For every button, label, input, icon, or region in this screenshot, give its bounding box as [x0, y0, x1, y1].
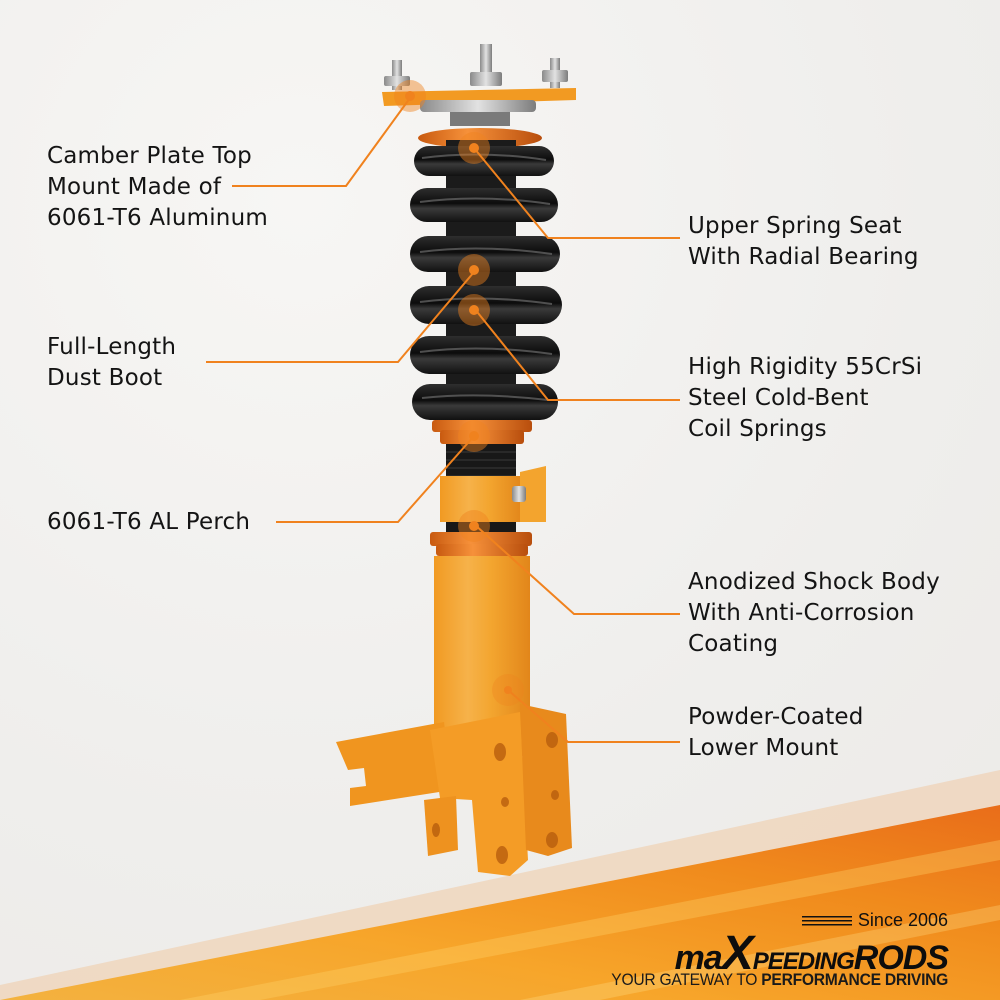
coil-spring [410, 146, 562, 420]
callout-line: Steel Cold-Bent [688, 385, 869, 411]
callout-line: Camber Plate Top [47, 143, 252, 169]
brand-name-x: X [721, 927, 754, 980]
callout-line: 6061-T6 AL Perch [47, 509, 251, 535]
callout-line: Powder-Coated [688, 704, 864, 730]
lower-mount-bracket [336, 704, 572, 876]
callout-dust-boot: Full-Length Dust Boot [47, 332, 176, 394]
callout-line: Coating [688, 631, 779, 657]
callout-line: 6061-T6 Aluminum [47, 205, 268, 231]
callout-line: With Radial Bearing [688, 244, 919, 270]
tagline-bold: PERFORMANCE DRIVING [761, 970, 948, 989]
brand-since: Since 2006 [857, 910, 948, 930]
callout-line: Dust Boot [47, 365, 163, 391]
callout-dots [394, 80, 524, 706]
callout-line: Coil Springs [688, 416, 827, 442]
callout-line: Lower Mount [688, 735, 839, 761]
brand-name-suffix: RODS [853, 939, 949, 977]
callout-lines [206, 97, 680, 743]
callout-lower-mount: Powder-Coated Lower Mount [688, 702, 864, 764]
brand-name: maXPEEDINGRODS [674, 926, 949, 981]
callout-perch: 6061-T6 AL Perch [47, 507, 250, 538]
callout-line: Anodized Shock Body [688, 569, 940, 595]
brand-name-prefix: ma [674, 939, 723, 977]
callout-line: With Anti-Corrosion [688, 600, 915, 626]
callout-camber-plate: Camber Plate Top Mount Made of 6061-T6 A… [47, 141, 268, 234]
speed-lines-icon [802, 916, 852, 928]
callout-upper-spring-seat: Upper Spring Seat With Radial Bearing [688, 211, 919, 273]
callout-coil-springs: High Rigidity 55CrSi Steel Cold-Bent Coi… [688, 352, 922, 445]
callout-line: Mount Made of [47, 174, 222, 200]
brand-tagline: YOUR GATEWAY TO PERFORMANCE DRIVING [611, 970, 948, 990]
callout-line: High Rigidity 55CrSi [688, 354, 923, 380]
callout-line: Upper Spring Seat [688, 213, 902, 239]
callout-shock-body: Anodized Shock Body With Anti-Corrosion … [688, 567, 940, 660]
tagline-light: YOUR GATEWAY TO [611, 970, 762, 989]
brand-name-mid: PEEDING [752, 948, 855, 975]
callout-line: Full-Length [47, 334, 177, 360]
